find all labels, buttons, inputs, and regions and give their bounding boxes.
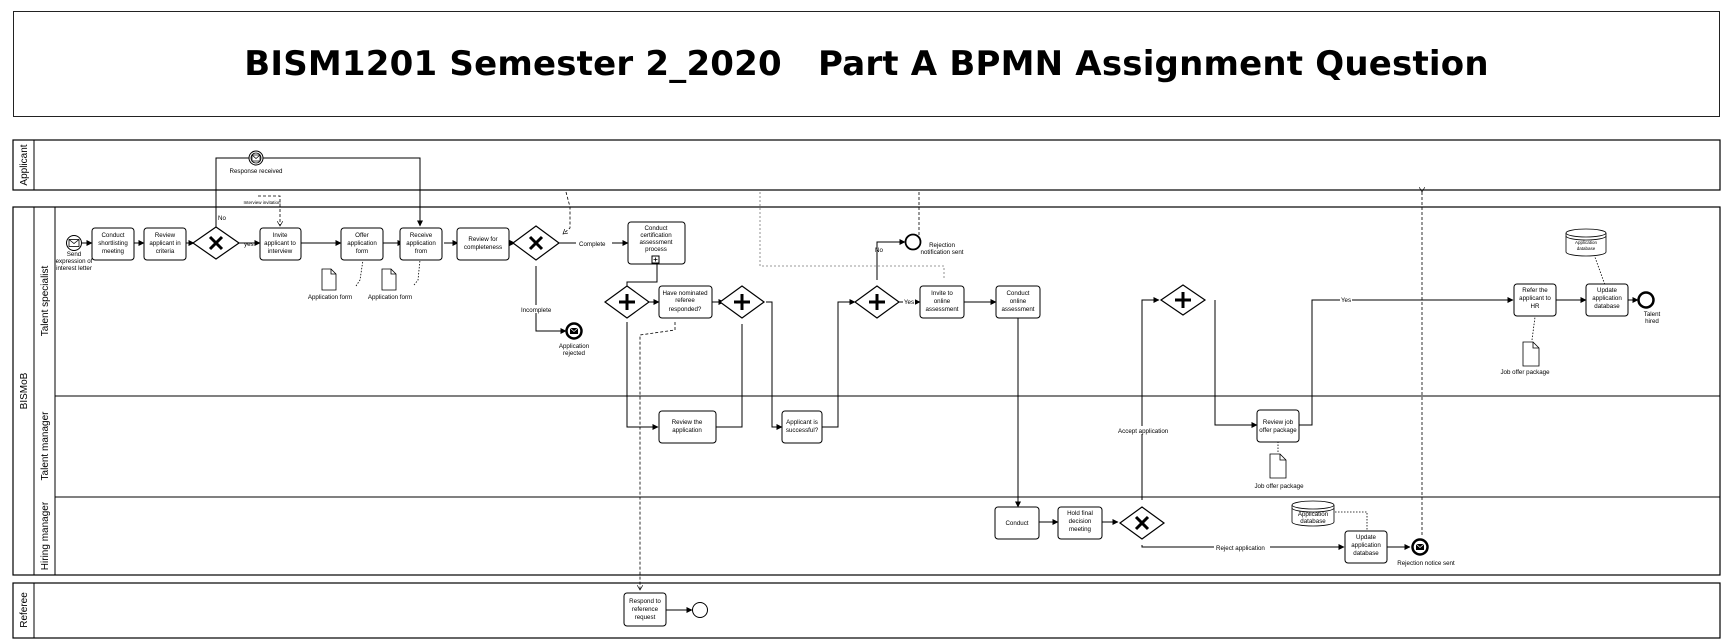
data-object-application-form-2: Application form [368, 268, 412, 301]
data-object-job-offer-manager: Job offer package [1254, 453, 1304, 490]
message-flows [258, 192, 1606, 590]
label-no-top: No [218, 215, 226, 222]
data-store-bottom: Application database [1291, 500, 1335, 527]
svg-text:Job offer package: Job offer package [1254, 483, 1304, 490]
data-object-job-offer-specialist: Job offer package [1500, 341, 1550, 376]
svg-text:Application form: Application form [308, 294, 352, 301]
end-event-referee [692, 602, 708, 618]
label-incomplete: Incomplete [521, 307, 552, 314]
label-interview-invitation: Interview invitation [243, 200, 281, 205]
data-object-application-form-1: Application form [308, 268, 352, 301]
label-accept-application: Accept application [1118, 428, 1169, 435]
lane-talent-manager: Talent manager [40, 411, 51, 481]
data-store-top: Application database [1565, 228, 1607, 257]
gateway-parallel-join [718, 285, 766, 319]
svg-text:Application: Application [1575, 240, 1598, 245]
intermediate-event-response-received: Response received [230, 150, 284, 175]
sequence-flows [82, 157, 1639, 613]
svg-text:Conduct: Conduct [1005, 520, 1028, 527]
bismob-pool: BISMoB Talent specialist Talent manager … [12, 206, 1721, 576]
diagram-title-box: BISM1201 Semester 2_2020 Part A BPMN Ass… [13, 11, 1720, 117]
label-yes-1: yes [244, 241, 254, 248]
label-yes-hr: Yes [1341, 297, 1351, 304]
diagram-title: BISM1201 Semester 2_2020 Part A BPMN Ass… [244, 44, 1489, 84]
lane-hiring-manager: Hiring manager [40, 501, 51, 570]
label-reject-application: Reject application [1216, 545, 1265, 552]
svg-text:database: database [1300, 518, 1326, 525]
bismob-pool-label: BISMoB [19, 372, 30, 409]
svg-text:database: database [1577, 246, 1596, 251]
lane-talent-specialist: Talent specialist [40, 265, 51, 336]
gateway-parallel-offer [1159, 284, 1207, 316]
task-conduct: Conduct [994, 506, 1040, 540]
svg-text:Application: Application [1298, 511, 1329, 518]
gateway-parallel-decision [853, 285, 901, 319]
gateway-exclusive-2 [511, 225, 561, 261]
applicant-pool-label: Applicant [19, 144, 30, 185]
gateway-exclusive-1 [191, 226, 241, 260]
label-complete: Complete [579, 241, 606, 248]
end-event-rejection-notice: Rejection notice sent [1397, 538, 1455, 567]
svg-text:Job offer package: Job offer package [1500, 369, 1550, 376]
svg-text:Response received: Response received [230, 168, 284, 175]
label-yes-invite: Yes [904, 299, 914, 306]
gateway-parallel-split [603, 285, 651, 319]
referee-pool: Referee [12, 582, 1721, 639]
svg-text:Rejection notice sent: Rejection notice sent [1397, 560, 1455, 567]
applicant-pool: Applicant [12, 139, 1721, 191]
gateway-exclusive-hiring [1118, 506, 1166, 540]
svg-text:Application form: Application form [368, 294, 412, 301]
referee-pool-label: Referee [19, 592, 30, 628]
label-no-rejection: No [875, 247, 883, 254]
